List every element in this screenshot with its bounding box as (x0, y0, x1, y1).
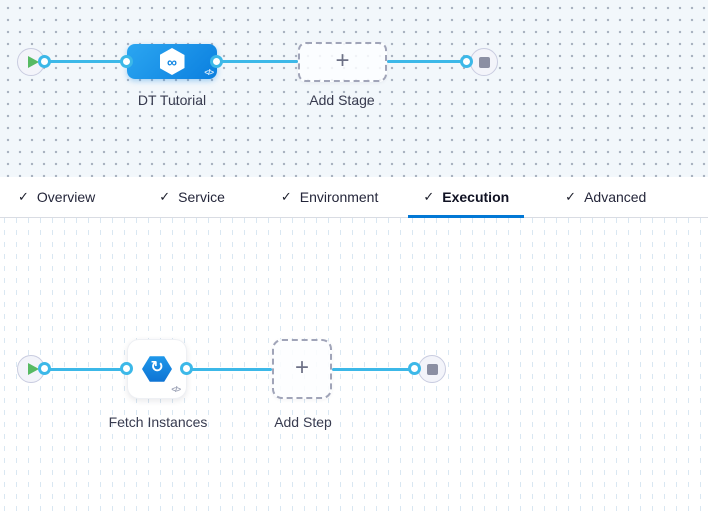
stage-canvas: ∞ </> + DT Tutorial Add Stage (0, 0, 708, 177)
tab-label: Execution (442, 189, 510, 205)
step-card-fetch-instances[interactable]: ↻ </> (127, 339, 187, 399)
port-start-out (38, 362, 51, 375)
tab-overview[interactable]: ✓ Overview (3, 177, 110, 217)
plus-icon: + (294, 354, 309, 381)
port-stage-in (120, 55, 133, 68)
stage-card-dt-tutorial[interactable]: ∞ </> (127, 44, 217, 79)
tab-execution[interactable]: ✓ Execution (408, 177, 524, 218)
add-step-label: Add Step (274, 414, 332, 430)
tab-service[interactable]: ✓ Service (144, 177, 240, 217)
tab-label: Advanced (584, 189, 647, 205)
plus-icon: + (335, 47, 350, 74)
port-end-in (408, 362, 421, 375)
edge-start-to-stage (45, 60, 127, 63)
code-icon: </> (204, 68, 214, 77)
check-icon: ✓ (423, 189, 435, 204)
code-icon: </> (171, 385, 181, 394)
tab-environment[interactable]: ✓ Environment (266, 177, 394, 217)
check-icon: ✓ (18, 189, 29, 204)
execution-end-node (418, 355, 446, 383)
port-end-in (460, 55, 473, 68)
port-stage-out (210, 55, 223, 68)
stop-icon (426, 363, 438, 375)
add-stage-button[interactable]: + (298, 42, 387, 82)
add-stage-label: Add Stage (309, 92, 375, 108)
tab-label: Environment (299, 189, 379, 205)
stage-name-label: DT Tutorial (137, 92, 207, 108)
step-name-label: Fetch Instances (108, 414, 208, 430)
port-step-in (120, 362, 133, 375)
pipeline-end-node (470, 48, 498, 76)
add-step-button[interactable]: + (272, 339, 332, 399)
execution-canvas: ↻ </> + Fetch Instances Add Step (0, 218, 708, 511)
stage-config-tabbar: ✓ Overview ✓ Service ✓ Environment ✓ Exe… (0, 177, 708, 218)
edge-addstep-to-end (332, 368, 418, 371)
edge-stage-to-addstage (217, 60, 298, 63)
edge-step-to-addstep (187, 368, 272, 371)
play-icon (27, 56, 39, 68)
tab-advanced[interactable]: ✓ Advanced (550, 177, 661, 217)
execution-start-node (17, 355, 45, 383)
stop-icon (478, 56, 490, 68)
fetch-instances-step-icon: ↻ (142, 356, 172, 382)
tab-label: Overview (36, 189, 96, 205)
play-icon (27, 363, 39, 375)
edge-addstage-to-end (387, 60, 470, 63)
infinity-glyph: ∞ (167, 53, 177, 70)
refresh-glyph: ↻ (150, 359, 164, 376)
check-icon: ✓ (159, 189, 171, 204)
edge-start-to-step (45, 368, 127, 371)
tab-label: Service (178, 189, 225, 205)
port-start-out (38, 55, 51, 68)
check-icon: ✓ (280, 189, 292, 204)
check-icon: ✓ (565, 189, 577, 204)
port-step-out (180, 362, 193, 375)
harness-stage-icon: ∞ (159, 48, 185, 75)
